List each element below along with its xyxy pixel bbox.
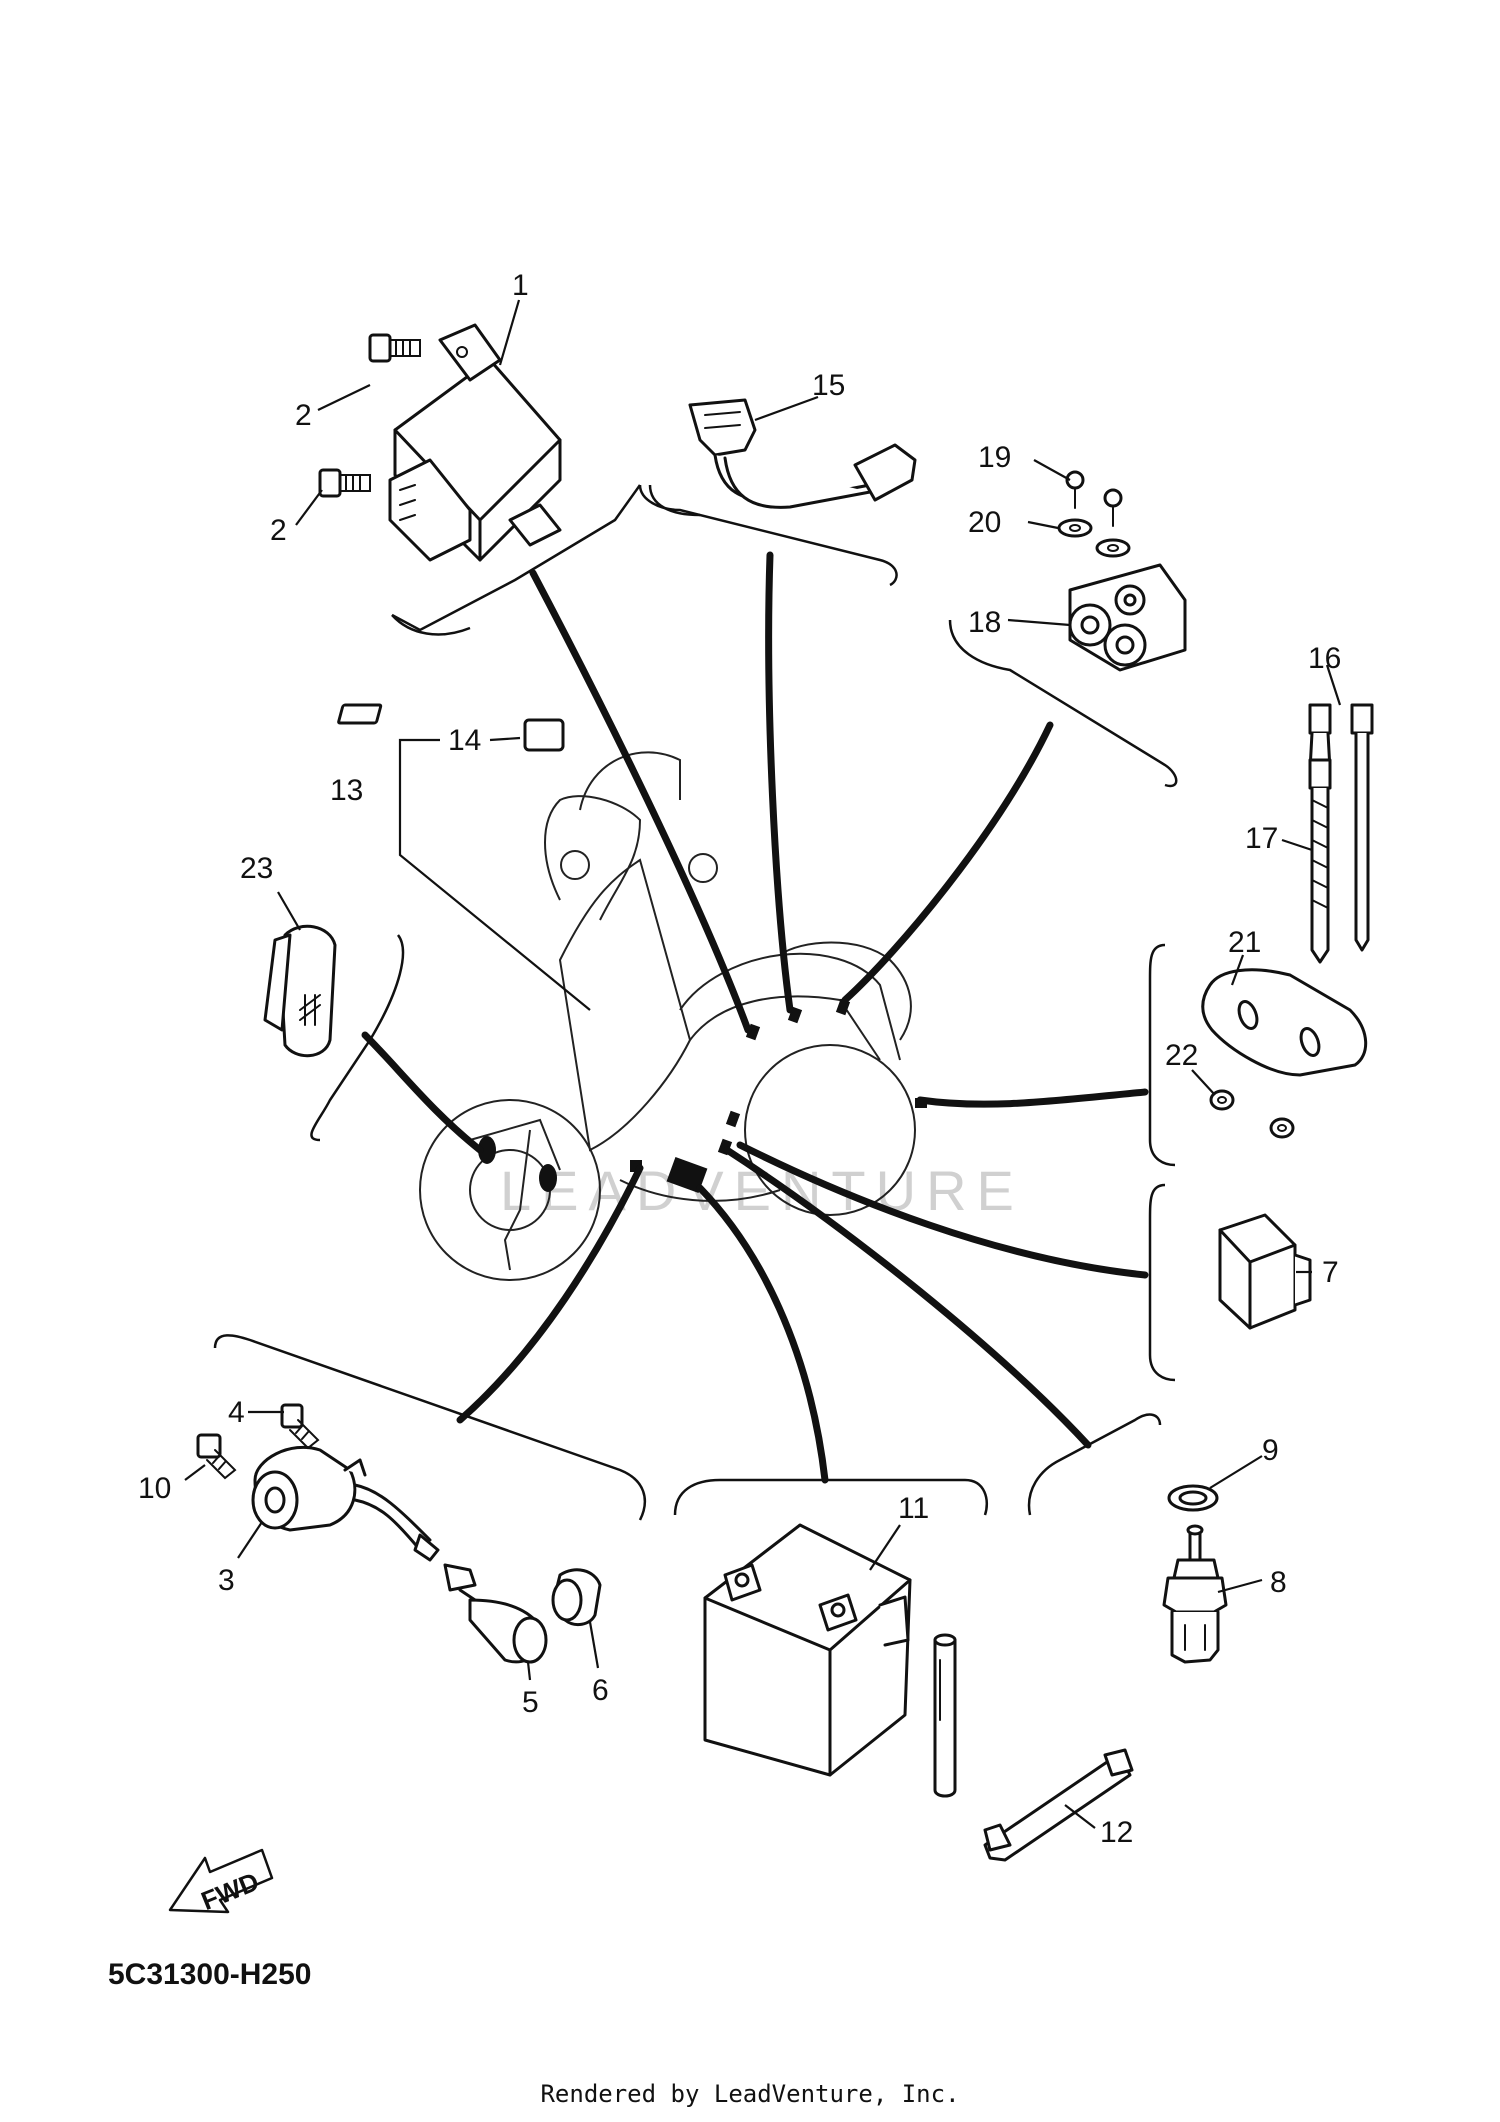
callout-8: 8	[1270, 1566, 1287, 1599]
group-brackets	[213, 484, 1178, 1521]
callout-5: 5	[522, 1686, 539, 1719]
callout-15: 15	[812, 369, 845, 402]
part-gasket	[1167, 1484, 1219, 1512]
callout-22: 22	[1165, 1039, 1198, 1072]
part-cover-pad	[263, 924, 337, 1058]
part-wire-lead	[688, 398, 917, 509]
part-screw-set	[1065, 470, 1123, 527]
callout-10: 10	[138, 1472, 171, 1505]
callout-16: 16	[1308, 642, 1341, 675]
part-fuse	[337, 703, 565, 752]
callout-7: 7	[1322, 1256, 1339, 1289]
callout-3: 3	[218, 1564, 235, 1597]
callout-18: 18	[968, 606, 1001, 639]
callout-17: 17	[1245, 822, 1278, 855]
harness-connectors	[478, 998, 927, 1194]
callout-12: 12	[1100, 1816, 1133, 1849]
part-relay	[1218, 1213, 1312, 1330]
fwd-arrow-icon: FWD	[168, 1848, 274, 1916]
part-cap	[551, 1568, 602, 1627]
callout-23: 23	[240, 852, 273, 885]
watermark-text: LEADVENTURE	[500, 1159, 1024, 1222]
part-coil-bolt-lower	[196, 1433, 237, 1480]
callout-numbers: 1 2 2 3 4 5 6 7 8 9 10 11 12 13 14 15 16…	[138, 269, 1341, 1849]
callout-1: 1	[512, 269, 529, 302]
callout-11: 11	[898, 1492, 929, 1525]
part-ignition-coil	[251, 1445, 440, 1562]
part-ecu-unit	[388, 323, 562, 562]
part-cable-tie-short	[1350, 703, 1374, 952]
callout-2-lower: 2	[270, 514, 287, 547]
part-neutral-switch	[1162, 1524, 1228, 1664]
callout-2-upper: 2	[295, 399, 312, 432]
diagram-code: 5C31300-H250	[108, 1958, 312, 1991]
part-battery	[703, 1523, 912, 1777]
callout-9: 9	[1262, 1434, 1279, 1467]
part-bolt-upper	[368, 333, 421, 363]
leader-lines	[184, 299, 1342, 1829]
callout-4: 4	[228, 1396, 245, 1429]
part-cable-tie-long	[1308, 703, 1332, 964]
part-grommet-set	[1209, 1089, 1295, 1139]
callout-21: 21	[1228, 926, 1261, 959]
part-coil-bolt-upper	[280, 1403, 320, 1450]
part-switch-block	[1068, 563, 1187, 672]
part-battery-vent-tube	[933, 1633, 957, 1798]
callout-6: 6	[592, 1674, 609, 1707]
callout-13: 13	[330, 774, 363, 807]
callout-14: 14	[448, 724, 481, 757]
callout-19: 19	[978, 441, 1011, 474]
part-plug-cap	[443, 1563, 548, 1664]
part-washer-set	[1057, 518, 1131, 558]
render-credit: Rendered by LeadVenture, Inc.	[540, 2080, 960, 2108]
harness-wires	[361, 551, 1149, 1484]
part-battery-band	[983, 1748, 1134, 1862]
callout-20: 20	[968, 506, 1001, 539]
part-rubber-block	[1201, 968, 1368, 1077]
part-bolt-lower	[318, 468, 371, 498]
